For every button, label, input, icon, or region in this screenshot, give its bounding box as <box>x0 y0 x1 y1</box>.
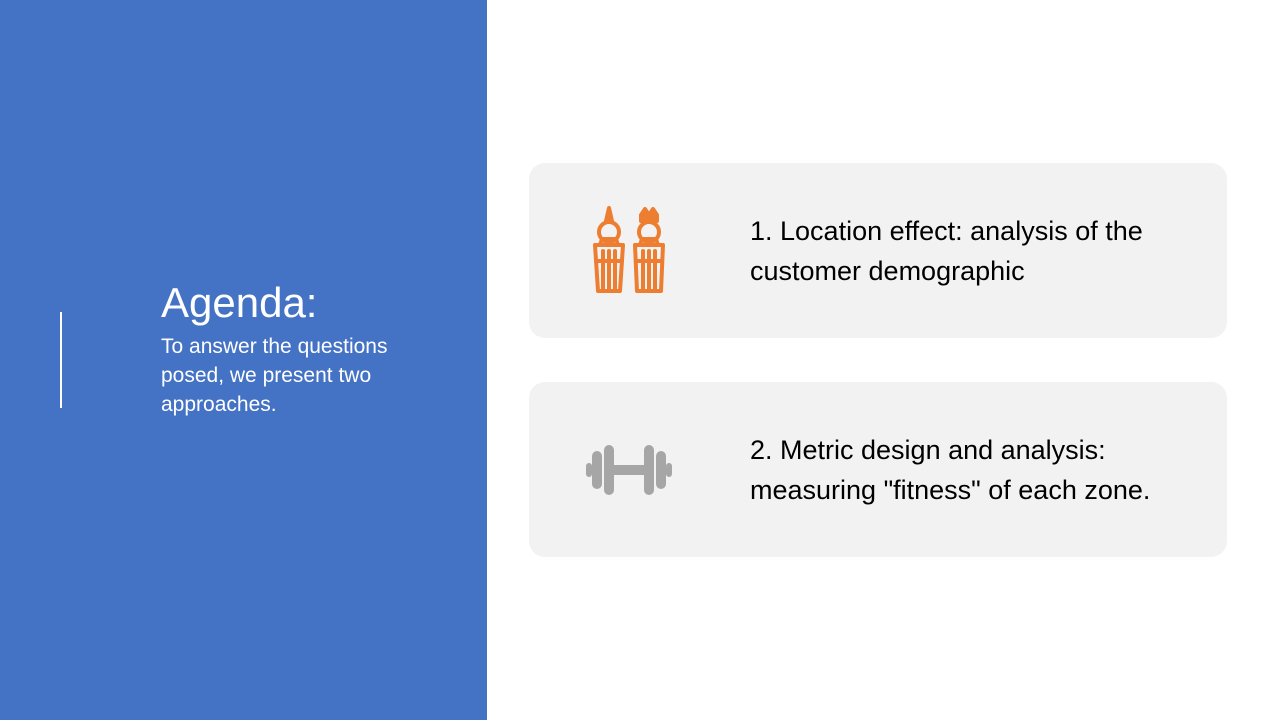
agenda-item-1: 1. Location effect: analysis of the cust… <box>529 163 1227 338</box>
slide-title: Agenda: <box>161 279 318 326</box>
agenda-item-1-text: 1. Location effect: analysis of the cust… <box>750 216 1143 286</box>
accent-divider <box>60 312 62 408</box>
figures-icon <box>579 203 679 298</box>
slide-subtitle: To answer the questions posed, we presen… <box>161 335 388 416</box>
agenda-item-2-text: 2. Metric design and analysis: measuring… <box>750 435 1151 505</box>
agenda-item-2: 2. Metric design and analysis: measuring… <box>529 382 1227 557</box>
title-panel: Agenda: To answer the questions posed, w… <box>0 0 487 720</box>
dumbbell-icon <box>579 422 679 517</box>
